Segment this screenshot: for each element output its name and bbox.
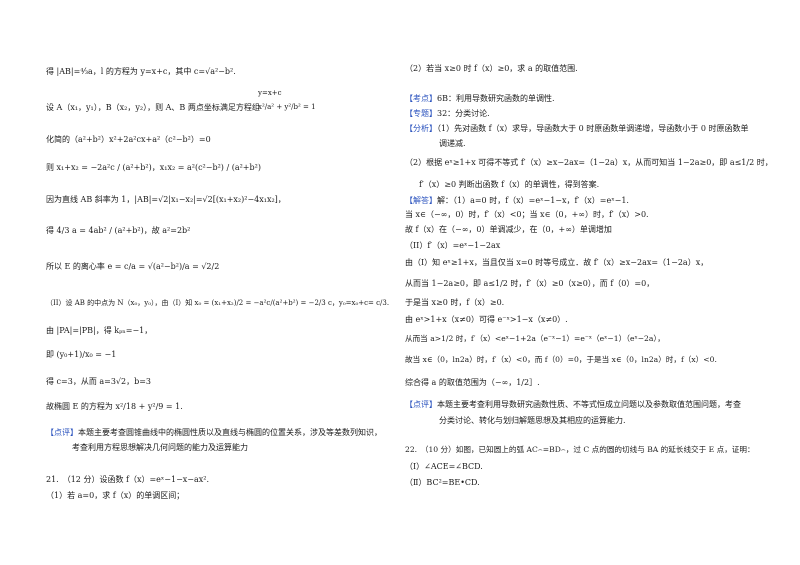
solution-line: 由 eˣ>1+x（x≠0）可得 e⁻ˣ>1−x（x≠0）. xyxy=(405,315,568,324)
comment-tag: 【点评】 xyxy=(46,428,78,437)
kaodian-tag: 【考点】 xyxy=(405,94,437,103)
system-line-2: x²/a² + y²/b² = 1 xyxy=(258,103,316,111)
zhuanti-tag: 【专题】 xyxy=(405,109,437,118)
solution-line: 综合得 a 的取值范围为（−∞，1/2］. xyxy=(405,378,540,387)
question-21-title: 21. （12 分）设函数 f（x）=eˣ−1−x−ax². xyxy=(46,475,210,484)
text-line: 因为直线 AB 斜率为 1，|AB|=√2|x₁−x₂|=√2[(x₁+x₂)²… xyxy=(46,195,286,204)
text-line: 所以 E 的离心率 e = c/a = √(a²−b²)/a = √2/2 xyxy=(46,262,220,271)
fenxi-line-4: f′（x）≥0 判断出函数 f（x）的单调性，得到答案. xyxy=(419,180,600,189)
kaodian-text: 6B：利用导数研究函数的单调性. xyxy=(437,94,555,103)
solution-line: 由（I）知 eˣ≥1+x，当且仅当 x=0 时等号成立．故 f′（x）≥x−2a… xyxy=(405,258,709,267)
question-22-part-ii: （Ⅱ）BC²=BE•CD. xyxy=(405,478,480,487)
solution-line: 从而当 a>1/2 时，f′（x）<eˣ−1+2a（e⁻ˣ−1）=e⁻ˣ（eˣ−… xyxy=(405,334,665,343)
question-22-title: 22. （10 分）如图，已知圆上的弧 AC⌢=BD⌢，过 C 点的圆的切线与 … xyxy=(405,445,755,454)
comment-line-2: 考查利用方程思想解决几何问题的能力及运算能力 xyxy=(72,443,248,452)
solution-line: 当 x∈（−∞，0）时，f′（x）<0；当 x∈（0，+∞）时，f′（x）>0. xyxy=(405,210,649,219)
text-line: 得 4/3 a = 4ab² / (a²+b²)，故 a²=2b² xyxy=(46,226,191,235)
equation-system: y=x+c x²/a² + y²/b² = 1 xyxy=(258,89,316,111)
fenxi-line-3: （2）根据 eˣ≥1+x 可得不等式 f′（x）≥x−2ax=（1−2a）x，从… xyxy=(405,158,773,167)
zhuanti-text: 32：分类讨论. xyxy=(437,109,490,118)
dianping-tag: 【点评】 xyxy=(405,400,437,409)
jieda-line: 【解答】解：（1）a=0 时，f（x）=eˣ−1−x，f′（x）=eˣ−1. xyxy=(405,196,629,206)
comment-line-1: 【点评】本题主要考查圆锥曲线中的椭圆性质以及直线与椭圆的位置关系，涉及等差数列知… xyxy=(46,428,382,438)
dianping-line-1: 【点评】本题主要考查利用导数研究函数性质、不等式恒成立问题以及参数取值范围问题，… xyxy=(405,400,741,410)
jieda-text: 解：（1）a=0 时，f（x）=eˣ−1−x，f′（x）=eˣ−1. xyxy=(437,196,629,205)
kaodian-line: 【考点】6B：利用导数研究函数的单调性. xyxy=(405,94,555,104)
zhuanti-line: 【专题】32：分类讨论. xyxy=(405,109,490,119)
dianping-text: 本题主要考查利用导数研究函数性质、不等式恒成立问题以及参数取值范围问题，考查 xyxy=(437,400,741,409)
system-line-1: y=x+c xyxy=(258,89,282,97)
solution-line: 故 f（x）在（−∞，0）单调减少，在（0，+∞）单调增加 xyxy=(405,225,612,234)
question-21-part-2: （2）若当 x≥0 时 f（x）≥0，求 a 的取值范围. xyxy=(405,64,578,73)
fenxi-tag: 【分析】 xyxy=(405,124,437,133)
solution-line: （II）f′（x）=eˣ−1−2ax xyxy=(405,241,501,250)
solution-line: 从而当 1−2a≥0，即 a≤1/2 时，f′（x）≥0（x≥0），而 f（0）… xyxy=(405,279,655,288)
text-line: 设 A（x₁，y₁），B（x₂，y₂），则 A、B 两点坐标满足方程组 xyxy=(46,103,260,112)
question-22-part-i: （Ⅰ）∠ACE=∠BCD. xyxy=(405,462,483,471)
text-line: （II）设 AB 的中点为 N（x₀，y₀），由（I）知 x₀ = (x₁+x₂… xyxy=(46,299,390,307)
question-21-part-1: （1）若 a=0，求 f（x）的单调区间； xyxy=(46,491,185,500)
fenxi-text: （1）先对函数 f（x）求导，导函数大于 0 时原函数单调递增，导函数小于 0 … xyxy=(437,124,749,133)
text-line: 即 (y₀+1)/x₀ = −1 xyxy=(46,350,117,359)
dianping-line-2: 分类讨论、转化与划归解题思想及其相应的运算能力. xyxy=(439,416,626,425)
text-line: 得 c=3，从而 a=3√2，b=3 xyxy=(46,377,152,386)
text-line: 化简的（a²+b²）x²+2a²cx+a²（c²−b²）=0 xyxy=(46,135,211,144)
text-line: 得 |AB|=⁴⁄₃a，l 的方程为 y=x+c，其中 c=√a²−b². xyxy=(46,67,236,76)
fenxi-line-1: 【分析】（1）先对函数 f（x）求导，导函数大于 0 时原函数单调递增，导函数小… xyxy=(405,124,748,134)
text-line: 由 |PA|=|PB|，得 kₚₙ=−1， xyxy=(46,326,153,335)
text-line: 故椭圆 E 的方程为 x²/18 + y²/9 = 1. xyxy=(46,402,183,411)
text-line: 则 x₁+x₂ = −2a²c / (a²+b²)，x₁x₂ = a²(c²−b… xyxy=(46,163,261,172)
solution-line: 于是当 x≥0 时，f（x）≥0. xyxy=(405,298,505,307)
comment-text: 本题主要考查圆锥曲线中的椭圆性质以及直线与椭圆的位置关系，涉及等差数列知识， xyxy=(78,428,382,437)
jieda-tag: 【解答】 xyxy=(405,196,437,205)
solution-line: 故当 x∈（0，ln2a）时，f′（x）<0，而 f（0）=0，于是当 x∈（0… xyxy=(405,355,717,364)
fenxi-line-2: 调递减. xyxy=(439,139,466,148)
